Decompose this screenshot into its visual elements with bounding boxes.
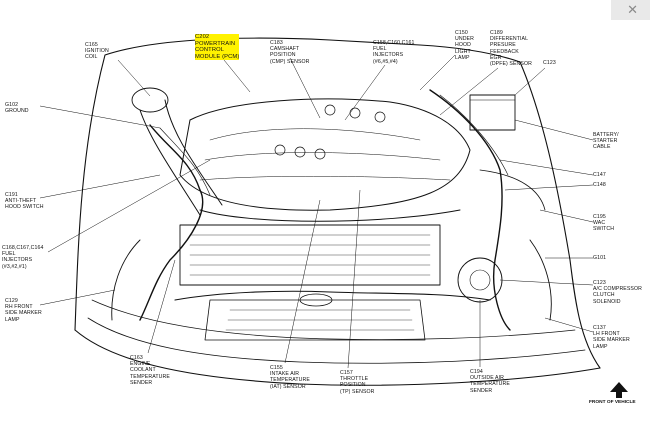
leader-c191: [39, 174, 161, 199]
leader-c123ac: [499, 279, 594, 286]
front-of-vehicle-label: FRONT OF VEHICLE: [589, 400, 636, 405]
label-c189: C189 DIFFERENTIAL PRESURE FEEDBACK EGR (…: [490, 30, 532, 68]
label-g102: G102 GROUND: [5, 102, 29, 115]
leader-c163: [147, 259, 176, 354]
label-c191: C191 ANTI-THEFT HOOD SWITCH: [5, 192, 44, 211]
radiator: [179, 224, 441, 286]
front-arrow-icon: [610, 382, 628, 398]
close-icon-area[interactable]: ✕: [611, 0, 650, 20]
left-fender-outline: [74, 37, 521, 331]
leader-c158: [344, 64, 386, 121]
leader-g102: [39, 105, 161, 129]
label-c194: C194 OUTSIDE AIR TEMPERATURE SENDER: [470, 369, 510, 394]
leader-c148: [504, 184, 594, 191]
ac-compressor: [457, 257, 503, 303]
right-fender-outline: [519, 61, 601, 369]
leader-c129: [39, 289, 116, 306]
leader-c195: [539, 209, 594, 223]
label-c150: C150 UNDER HOOD LIGHT LAMP: [455, 30, 474, 61]
label-c163: C163 ENGINE COOLANT TEMPERATURE SENDER: [130, 355, 170, 386]
label-c129: C129 RH FRONT SIDE MARKER LAMP: [5, 298, 42, 323]
label-c165: C165 IGNITION COIL: [85, 42, 109, 61]
leader-c147: [499, 159, 594, 176]
leader-c189: [439, 67, 499, 116]
intake-manifold: [179, 98, 471, 211]
leader-c183: [289, 57, 321, 119]
label-c147: C147: [593, 172, 606, 178]
leader-c150: [419, 54, 456, 91]
label-c155: C155 INTAKE AIR TEMPERATURE (IAT) SENSOR: [270, 365, 310, 390]
label-c123-ac: C123 A/C COMPRESSOR CLUTCH SOLENOID: [593, 280, 642, 305]
label-c183: C183 CAMSHAFT POSITION (CMP) SENSOR: [270, 40, 310, 65]
label-battery-cable: BATTERY/ STARTER CABLE: [593, 132, 619, 151]
ford-emblem: [299, 293, 333, 307]
leader-c157: [347, 189, 361, 369]
leader-c202: [223, 59, 251, 93]
harness-right: [429, 89, 511, 331]
leader-c165: [117, 59, 151, 97]
leader-c155: [284, 199, 321, 364]
label-c123: C123: [543, 60, 556, 66]
battery: [469, 94, 516, 131]
label-c137: C137 LH FRONT SIDE MARKER LAMP: [593, 325, 630, 350]
harness-front: [174, 290, 491, 301]
air-intake-duct: [139, 99, 223, 216]
label-c195: C195 WAC SWITCH: [593, 214, 615, 233]
label-c202-pcm: C202 POWERTRAIN CONTROL MODULE (PCM): [195, 34, 240, 61]
close-icon[interactable]: ✕: [627, 3, 638, 18]
harness-left: [139, 124, 204, 321]
label-c148: C148: [593, 182, 606, 188]
label-c158: C158,C160,C161 FUEL INJECTORS (#6,#5,#4): [373, 40, 415, 65]
leader-battery: [514, 119, 594, 141]
grille-outline: [204, 299, 426, 341]
label-c157: C157 THROTTLE POSITION (TP) SENSOR: [340, 370, 375, 395]
leader-c168: [47, 159, 211, 253]
label-g101: G101: [593, 255, 607, 261]
bumper-outline: [74, 329, 601, 386]
label-c168: C168,C167,C164 FUEL INJECTORS (#3,#2,#1): [2, 245, 44, 270]
leader-c123: [514, 67, 546, 96]
leader-c137: [544, 317, 594, 333]
